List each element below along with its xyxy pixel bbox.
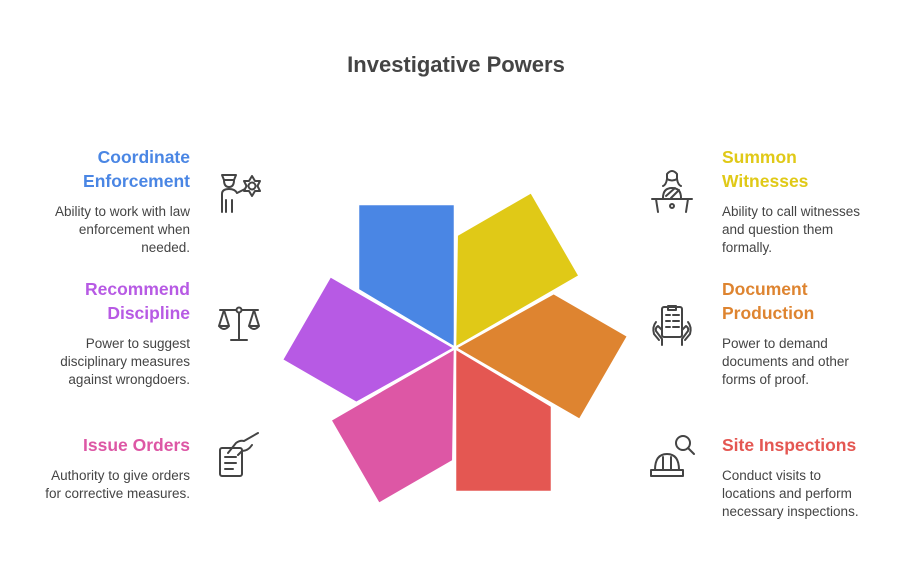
item-title-line: Production xyxy=(722,303,815,323)
diagram-title: Investigative Powers xyxy=(347,52,565,77)
item-title-line: Coordinate xyxy=(97,147,190,167)
item-description-line: against wrongdoers. xyxy=(68,372,190,387)
item-title-line: Site Inspections xyxy=(722,435,857,455)
hardhat-search-icon xyxy=(647,430,697,480)
item-description-line: Power to demand xyxy=(722,336,828,351)
item-title-line: Witnesses xyxy=(722,171,809,191)
item-description-line: Authority to give orders xyxy=(51,468,190,483)
item-description-line: and question them xyxy=(722,222,834,237)
item-description-line: Power to suggest xyxy=(85,336,190,351)
petal-recommend-discipline xyxy=(280,274,458,405)
item-issue-orders: Issue Orders Authority to give orders for… xyxy=(20,433,190,503)
item-description-line: Conduct visits to xyxy=(722,468,822,483)
item-title-line: Recommend xyxy=(84,279,190,299)
item-description-line: necessary inspections. xyxy=(722,504,859,519)
item-title-line: Document xyxy=(722,279,808,299)
item-description-line: locations and perform xyxy=(722,486,852,501)
petal-summon-witnesses xyxy=(453,190,582,351)
petal-document-production xyxy=(452,291,630,422)
police-officer-badge-icon xyxy=(214,166,264,216)
item-title-line: Enforcement xyxy=(83,171,190,191)
item-description-line: forms of proof. xyxy=(722,372,810,387)
item-description-line: enforcement when xyxy=(78,222,190,237)
item-description-line: documents and other xyxy=(722,354,849,369)
item-description-line: Ability to call witnesses xyxy=(722,204,861,219)
petal-issue-orders xyxy=(328,345,457,506)
item-description-line: needed. xyxy=(141,240,190,255)
item-description-line: Ability to work with law xyxy=(54,204,190,219)
petal-site-inspections xyxy=(453,345,554,494)
hands-holding-document-icon xyxy=(647,300,697,350)
item-title-line: Issue Orders xyxy=(83,435,190,455)
item-title-line: Summon xyxy=(722,147,797,167)
hand-giving-document-icon xyxy=(214,430,264,480)
item-description-line: formally. xyxy=(722,240,773,255)
witness-podium-icon xyxy=(647,166,697,216)
item-title-line: Discipline xyxy=(107,303,190,323)
scales-icon xyxy=(214,300,264,350)
item-description-line: for corrective measures. xyxy=(45,486,190,501)
item-description-line: disciplinary measures xyxy=(60,354,190,369)
item-site-inspections: Site Inspections Conduct visits to locati… xyxy=(722,433,892,521)
